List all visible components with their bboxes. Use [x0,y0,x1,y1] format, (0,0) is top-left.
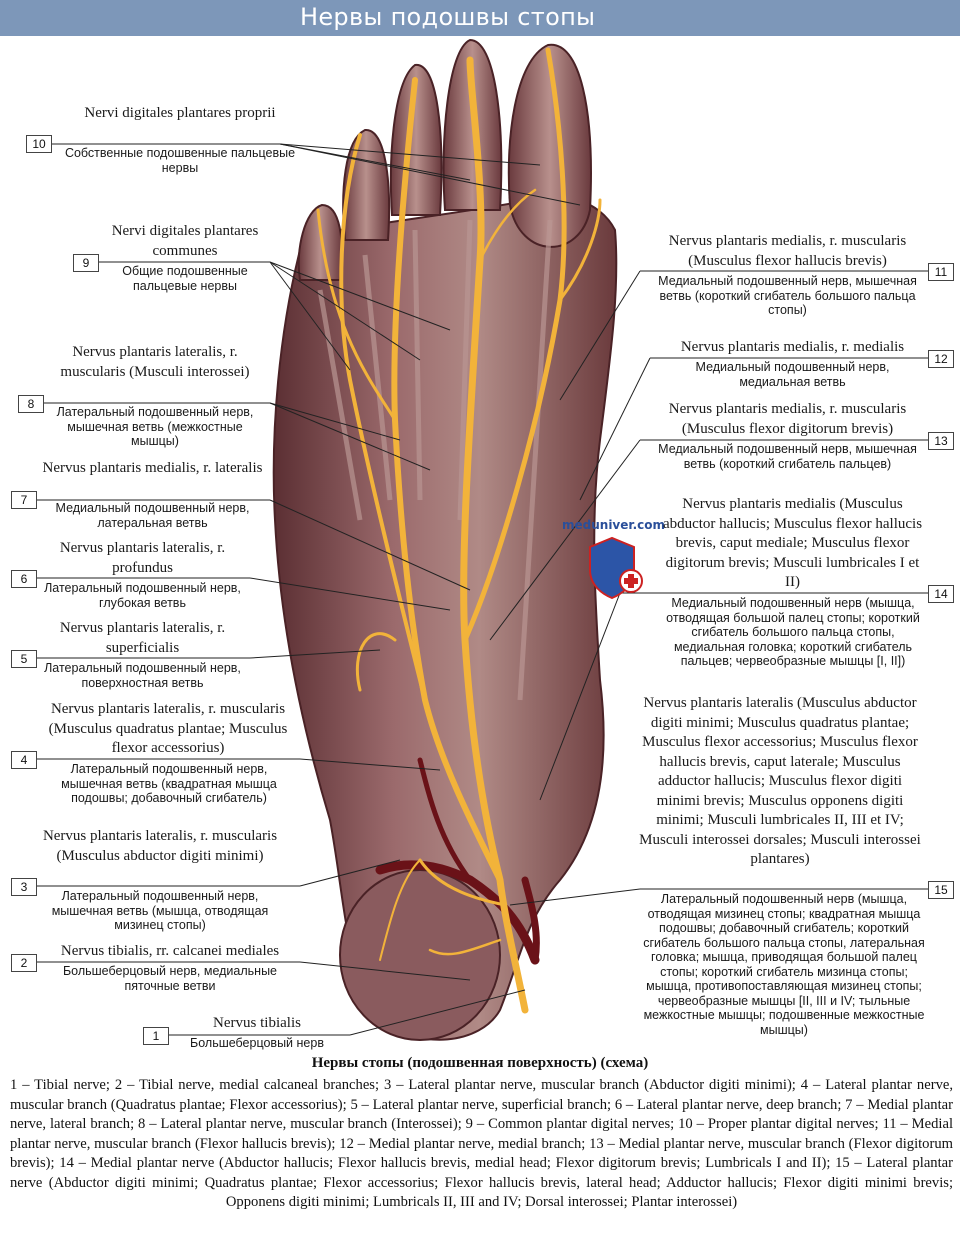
foot-illustration [37,38,928,1041]
label-6-latin: Nervus plantaris lateralis, r. profundus [59,540,226,576]
label-number-14: 14 [928,585,954,603]
label-10-russian: Собственные подошвенные пальцевые нервы [64,146,296,175]
label-6-russian: Латеральный подошвенный нерв, глубокая в… [44,581,241,610]
caption-text: 1 – Tibial nerve; 2 – Tibial nerve, medi… [10,1077,953,1210]
label-7-russian: Медиальный подошвенный нерв, латеральная… [55,501,250,530]
label-12-latin: Nervus plantaris medialis, r. medialis [680,339,905,355]
label-number-9: 9 [73,254,99,272]
label-15-russian: Латеральный подошвенный нерв (мышца, отв… [643,892,925,1037]
nerves [316,47,602,1014]
label-number-8: 8 [18,395,44,413]
label-number-5: 5 [11,650,37,668]
foot-sole [272,195,618,1041]
label-11-russian: Медиальный подошвенный нерв, мышечная ве… [658,274,917,317]
label-8-russian: Латеральный подошвенный нерв, мышечная в… [56,405,254,448]
label-10-latin: Nervi digitales plantares proprii [84,105,276,121]
label-number-15: 15 [928,881,954,899]
site-logo-icon [589,536,643,600]
label-11-latin: Nervus plantaris medialis, r. muscularis… [668,233,907,269]
label-5-russian: Латеральный подошвенный нерв, поверхност… [44,661,241,690]
label-number-6: 6 [11,570,37,588]
label-3-russian: Латеральный подошвенный нерв, мышечная в… [51,889,269,932]
label-4-latin: Nervus plantaris lateralis, r. musculari… [48,701,288,756]
fifth-toe [297,203,343,281]
page-title: Нервы подошвы стопы [300,3,596,31]
label-14-russian: Медиальный подошвенный нерв (мышца, отво… [666,596,920,668]
label-3-latin: Nervus plantaris lateralis, r. musculari… [42,828,278,864]
label-number-2: 2 [11,954,37,972]
label-13-latin: Nervus plantaris medialis, r. muscularis… [668,401,907,437]
label-2-russian: Большеберцовый нерв, медиальные пяточные… [62,964,278,993]
label-5-latin: Nervus plantaris lateralis, r. superfici… [59,620,226,656]
caption-title: Нервы стопы (подошвенная поверхность) (с… [311,1055,649,1071]
label-number-7: 7 [11,491,37,509]
label-1-latin: Nervus tibialis [213,1015,301,1031]
watermark-text: meduniver.com [562,518,666,532]
label-number-11: 11 [928,263,954,281]
label-7-latin: Nervus plantaris medialis, r. lateralis [42,460,263,476]
label-4-russian: Латеральный подошвенный нерв, мышечная в… [61,762,277,805]
big-toe [507,43,592,248]
title-bar: Нервы подошвы стопы [0,0,960,36]
label-number-3: 3 [11,878,37,896]
label-9-latin: Nervi digitales plantares communes [111,223,259,259]
label-2-latin: Nervus tibialis, rr. calcanei mediales [60,943,280,959]
label-15-latin: Nervus plantaris lateralis (Musculus abd… [639,695,921,867]
label-14-latin: Nervus plantaris medialis (Musculus abdu… [662,496,923,590]
label-number-12: 12 [928,350,954,368]
leader-lines [37,143,928,1036]
label-9-russian: Общие подошвенные пальцевые нервы [122,264,248,293]
label-number-4: 4 [11,751,37,769]
label-number-13: 13 [928,432,954,450]
label-8-latin: Nervus plantaris lateralis, r. musculari… [60,344,250,380]
label-1-russian: Большеберцовый нерв [190,1036,324,1050]
heel [339,869,501,1041]
label-12-russian: Медиальный подошвенный нерв, медиальная … [695,360,890,389]
label-13-russian: Медиальный подошвенный нерв, мышечная ве… [658,442,917,471]
label-number-10: 10 [26,135,52,153]
label-number-1: 1 [143,1027,169,1045]
